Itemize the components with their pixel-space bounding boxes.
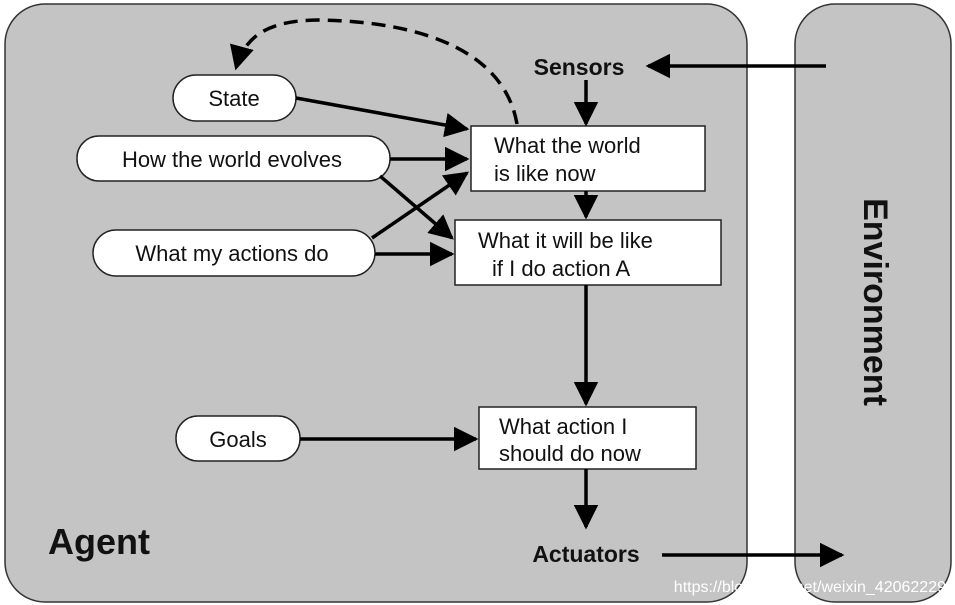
- watermark-text: https://blog.csdn.net/weixin_42062229: [674, 579, 946, 596]
- environment-panel: [794, 3, 952, 603]
- world-evolves-oval: How the world evolves: [76, 135, 391, 182]
- sensors-label: Sensors: [534, 54, 625, 80]
- state-to-world-now-arrow: [295, 96, 470, 138]
- what-action-box: What action I should do now: [478, 406, 697, 470]
- actuators-label: Actuators: [532, 541, 639, 567]
- goals-oval: Goals: [175, 415, 301, 462]
- what-action-line-2: should do now: [499, 441, 641, 466]
- world-now-line-2: is like now: [494, 161, 596, 186]
- agent-panel: [4, 3, 748, 603]
- state-oval: State: [172, 74, 297, 122]
- actions-do-oval-label: What my actions do: [135, 241, 328, 266]
- actions-to-world-now-arrow: [371, 171, 470, 240]
- world-now-box: What the world is like now: [470, 125, 706, 192]
- state-oval-label: State: [208, 86, 259, 111]
- if-action-box: What it will be like if I do action A: [454, 219, 722, 286]
- world-evolves-oval-label: How the world evolves: [122, 147, 342, 172]
- if-action-line-2: if I do action A: [492, 256, 631, 281]
- goals-oval-label: Goals: [209, 427, 266, 452]
- feedback-dashed-arrow: [229, 18, 519, 125]
- agent-label: Agent: [48, 521, 150, 562]
- environment-label: Environment: [856, 198, 894, 406]
- if-action-line-1: What it will be like: [478, 228, 653, 253]
- actions-do-oval: What my actions do: [92, 229, 376, 277]
- what-action-line-1: What action I: [499, 414, 627, 439]
- world-now-line-1: What the world: [494, 133, 641, 158]
